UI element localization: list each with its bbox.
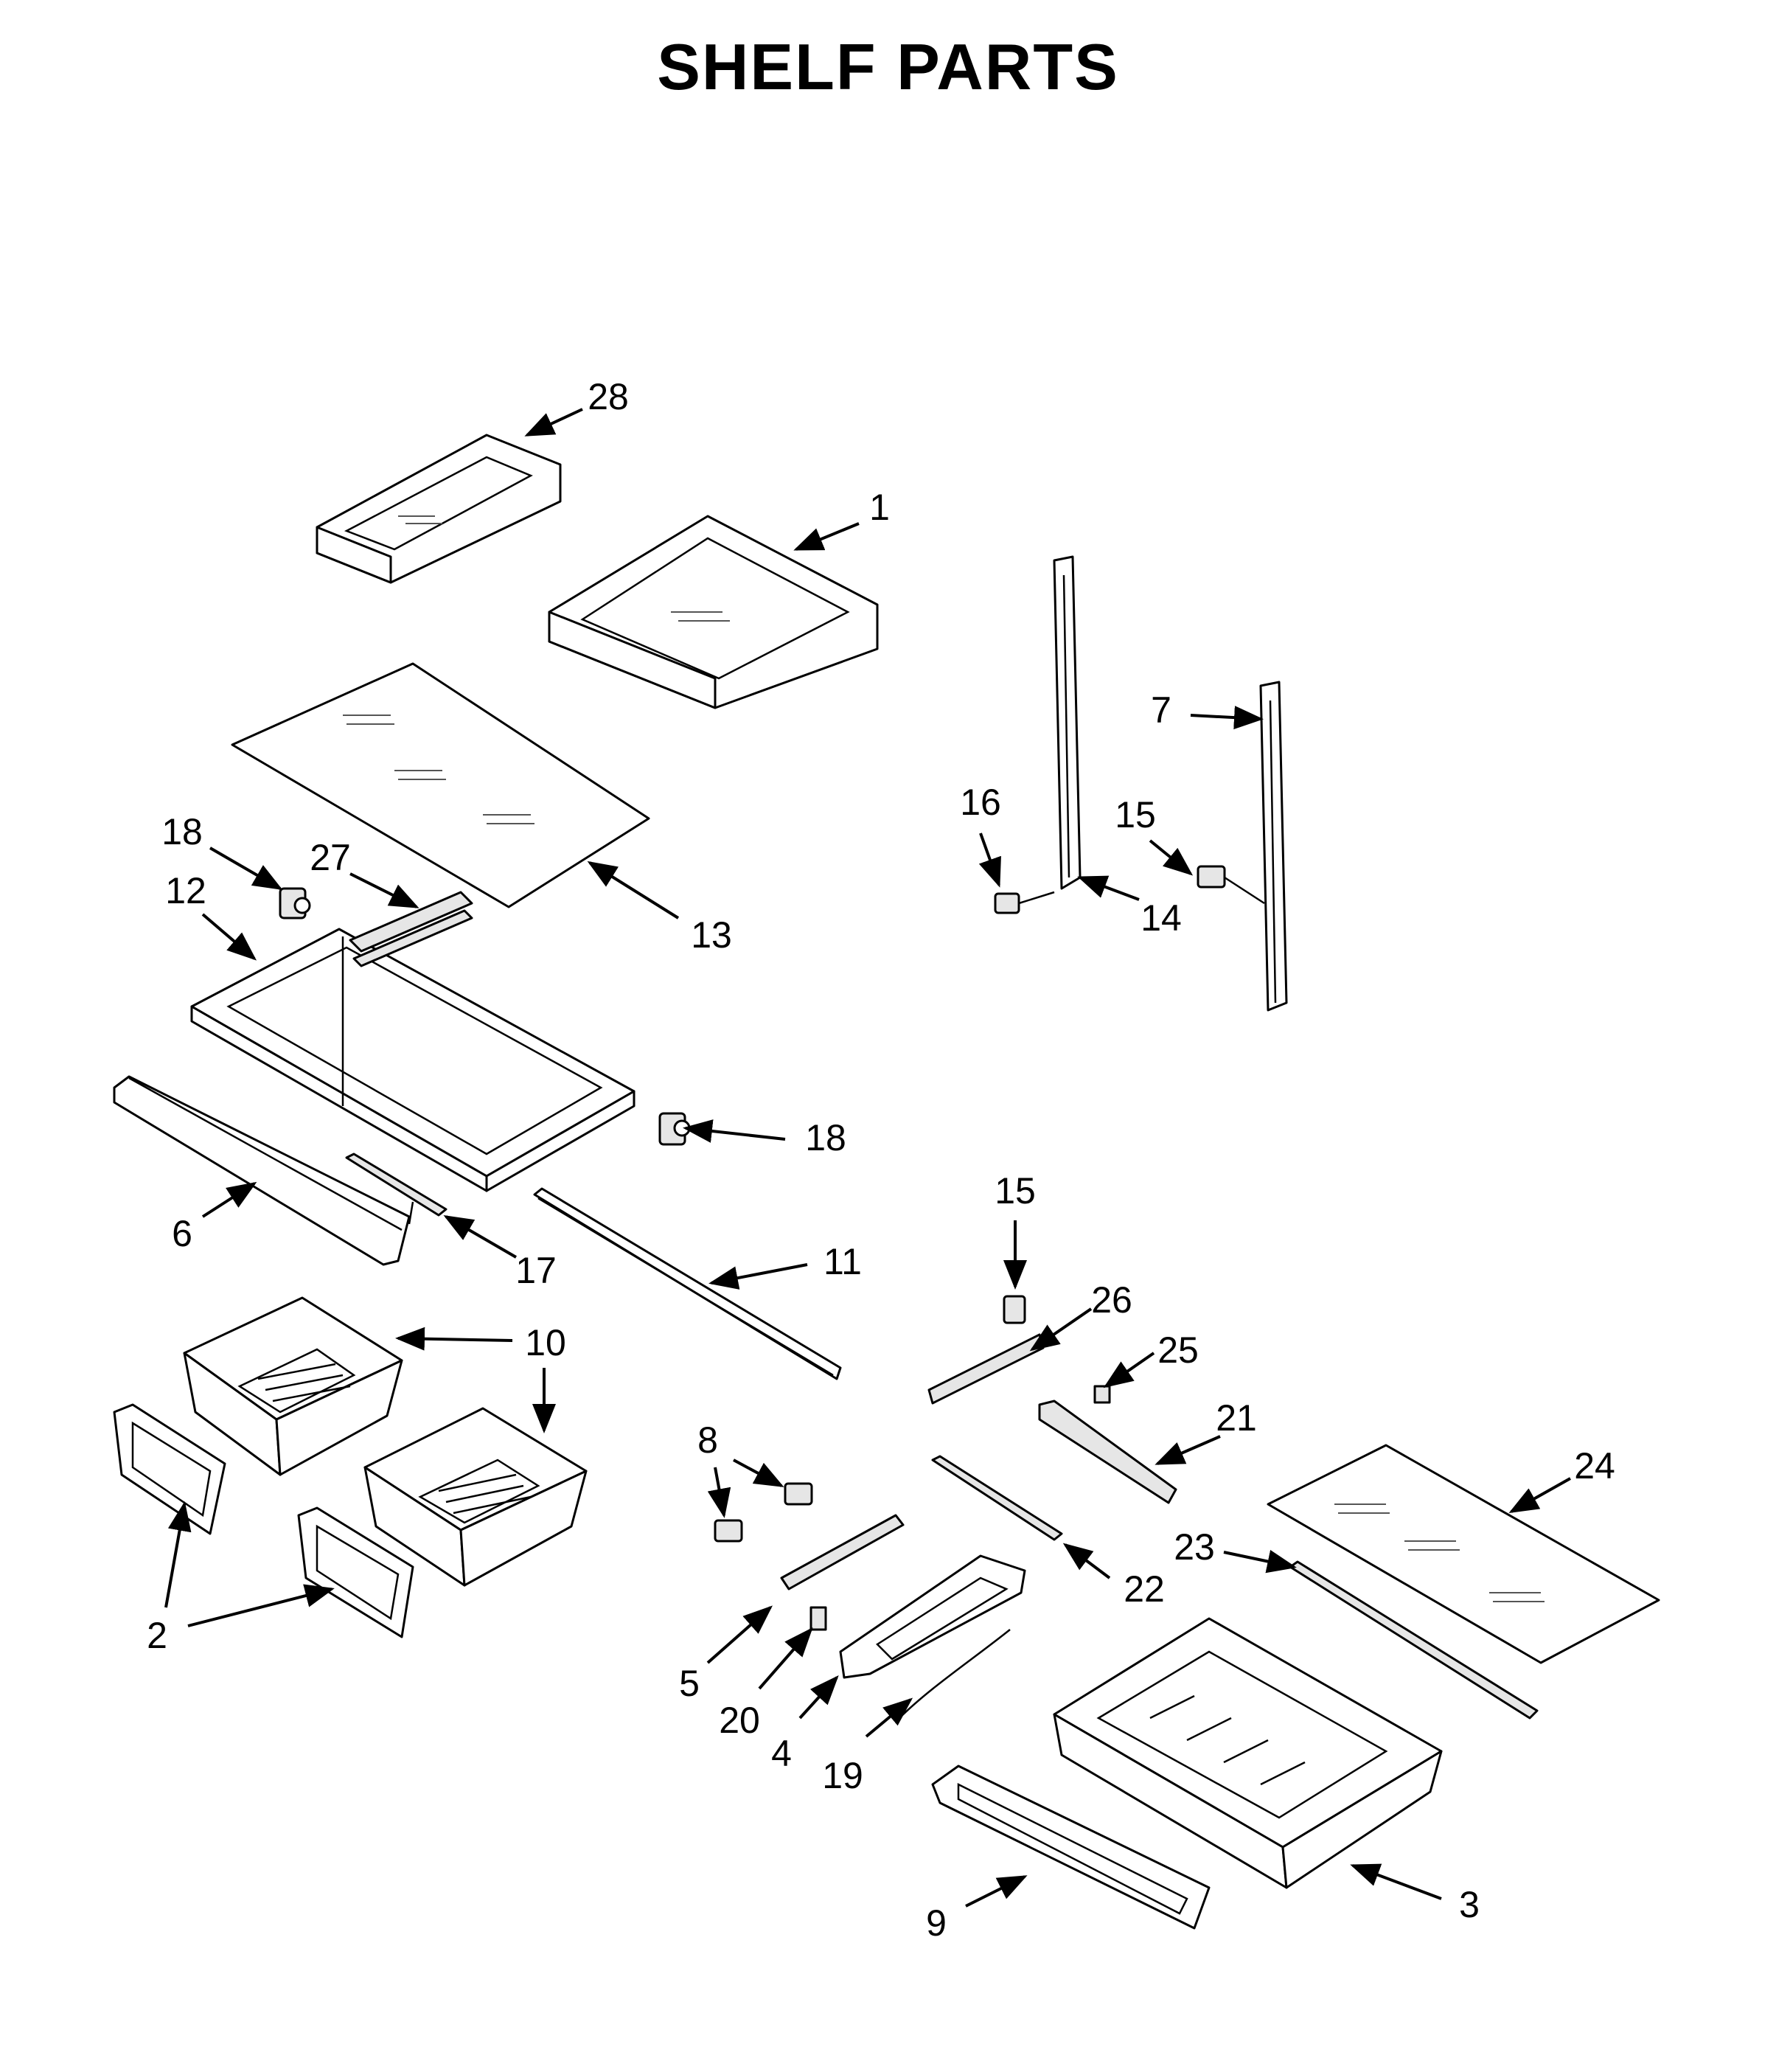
callout-14: 14 bbox=[1141, 897, 1182, 939]
callout-26: 26 bbox=[1091, 1279, 1132, 1321]
part-5-bracket bbox=[780, 1514, 905, 1590]
part-4-housing bbox=[839, 1554, 1026, 1679]
part-15-screw-upper bbox=[1197, 865, 1265, 905]
callout-28: 28 bbox=[588, 376, 629, 417]
part-9-front bbox=[931, 1765, 1211, 1930]
part-25-clip bbox=[1093, 1385, 1111, 1404]
part-10-drawer-left bbox=[183, 1296, 403, 1476]
callout-2: 2 bbox=[147, 1615, 167, 1656]
callout-8: 8 bbox=[697, 1419, 718, 1461]
part-11-rail bbox=[533, 1187, 842, 1380]
callout-17: 17 bbox=[515, 1250, 557, 1291]
part-18-clip-lower bbox=[658, 1112, 691, 1146]
callout-22: 22 bbox=[1124, 1568, 1165, 1610]
callout-9: 9 bbox=[926, 1902, 947, 1944]
part-7-rail bbox=[1259, 681, 1288, 1012]
callout-25: 25 bbox=[1157, 1329, 1199, 1371]
part-8-screw-lower bbox=[714, 1519, 743, 1543]
callout-18-upper: 18 bbox=[161, 811, 203, 852]
callout-15-upper: 15 bbox=[1115, 794, 1156, 835]
callout-21: 21 bbox=[1216, 1397, 1257, 1439]
callout-6: 6 bbox=[172, 1213, 192, 1254]
part-14-rail bbox=[1053, 555, 1082, 890]
callout-labels: 28 1 13 18 27 12 18 6 17 11 10 10 2 16 1… bbox=[147, 376, 1615, 1944]
part-8-screw-upper bbox=[784, 1482, 813, 1506]
callout-11: 11 bbox=[823, 1241, 862, 1282]
part-1-shelf bbox=[548, 515, 879, 709]
part-12-frame bbox=[190, 928, 635, 1192]
part-13-glass bbox=[231, 662, 650, 908]
callout-12: 12 bbox=[165, 870, 206, 911]
part-3-pan bbox=[1053, 1617, 1443, 1889]
callout-1: 1 bbox=[869, 487, 890, 528]
callout-19: 19 bbox=[822, 1755, 863, 1796]
part-17-bracket bbox=[345, 1153, 448, 1225]
part-22-rail bbox=[931, 1455, 1063, 1541]
callout-18-lower: 18 bbox=[805, 1117, 846, 1158]
part-6-trim bbox=[113, 1075, 411, 1266]
callout-16: 16 bbox=[960, 782, 1001, 823]
part-27-rail bbox=[349, 891, 473, 967]
part-2-front-right bbox=[297, 1506, 414, 1638]
callout-7: 7 bbox=[1151, 689, 1171, 731]
callout-5: 5 bbox=[679, 1663, 700, 1704]
part-10-drawer-right bbox=[363, 1407, 588, 1587]
callout-15-lower: 15 bbox=[995, 1170, 1036, 1211]
callout-3: 3 bbox=[1459, 1884, 1480, 1925]
callout-10-left: 10 bbox=[525, 1322, 566, 1363]
diagram-title: SHELF PARTS bbox=[657, 30, 1119, 103]
part-16-screw bbox=[994, 891, 1055, 914]
callout-13: 13 bbox=[691, 914, 732, 956]
callout-23: 23 bbox=[1174, 1526, 1215, 1568]
part-28-shelf bbox=[316, 434, 562, 584]
part-24-glass bbox=[1267, 1444, 1660, 1664]
callout-24: 24 bbox=[1574, 1445, 1615, 1487]
part-20-clip bbox=[809, 1606, 827, 1631]
callout-27: 27 bbox=[310, 837, 351, 878]
part-26-bracket bbox=[927, 1333, 1045, 1405]
leader-lines bbox=[164, 408, 1571, 1908]
part-21-bracket bbox=[1038, 1400, 1177, 1504]
callout-4: 4 bbox=[771, 1733, 792, 1774]
part-18-clip-upper bbox=[279, 887, 311, 919]
part-15-screw-lower bbox=[1003, 1295, 1026, 1324]
callout-20: 20 bbox=[719, 1700, 760, 1741]
part-2-front-left bbox=[113, 1403, 226, 1535]
